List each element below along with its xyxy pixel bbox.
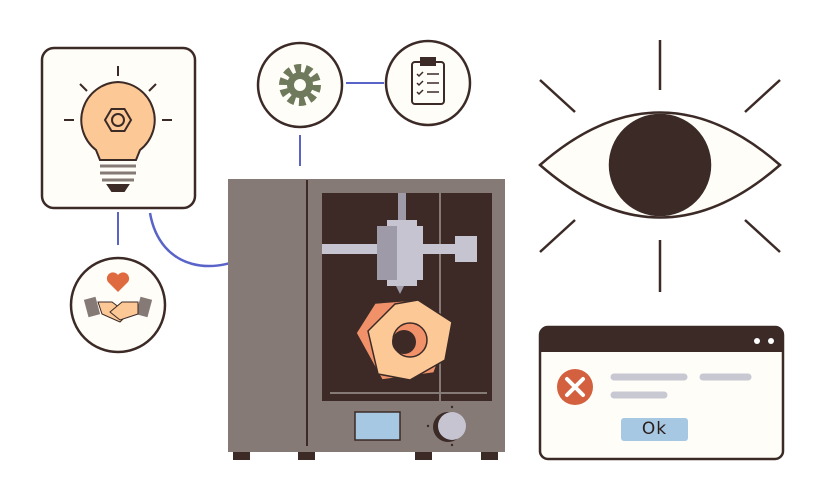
window-dot[interactable] [768, 338, 774, 344]
handshake-badge [69, 256, 167, 354]
error-icon [557, 369, 593, 405]
gear-icon [279, 64, 321, 106]
clipboard-icon [411, 57, 445, 105]
lightbulb-icon [64, 66, 172, 192]
clipboard-badge [384, 39, 472, 127]
hex-nut-print [355, 299, 453, 381]
3d-printer [228, 179, 505, 460]
print-head [322, 193, 477, 294]
message-placeholder [610, 373, 752, 399]
dialog-titlebar [540, 327, 783, 352]
handshake-icon [83, 272, 153, 323]
printer-knob[interactable] [426, 405, 466, 447]
printer-screen [354, 411, 401, 441]
heart-icon [106, 272, 130, 292]
eye-icon [538, 40, 782, 292]
lightbulb-card [40, 46, 197, 210]
gear-badge [256, 41, 344, 129]
ok-button[interactable]: Ok [621, 418, 688, 441]
window-dot[interactable] [754, 338, 760, 344]
error-dialog [538, 325, 785, 461]
